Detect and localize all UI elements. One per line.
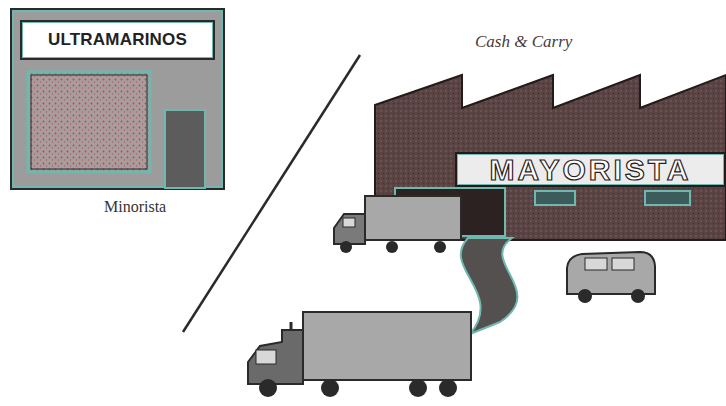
warehouse-window <box>645 191 690 205</box>
window-frame <box>31 75 147 169</box>
wheel <box>434 241 446 253</box>
sawtooth-roof-building <box>375 75 726 240</box>
wheel <box>409 379 427 397</box>
van-window <box>585 258 607 270</box>
warehouse-window <box>535 191 575 205</box>
van-body <box>567 252 655 294</box>
shop-sign: ULTRAMARINOS <box>20 20 215 60</box>
road <box>461 238 518 334</box>
exhaust-pipe <box>290 322 293 330</box>
truck-cab <box>248 330 303 384</box>
truck-window <box>343 218 355 227</box>
truck-cab <box>334 214 365 244</box>
warehouse-building: Cash & CarryMAYORISTA <box>375 70 726 240</box>
truck-box <box>303 312 471 380</box>
sign-text: MAYORISTA <box>457 154 724 185</box>
wheel <box>578 289 592 303</box>
wheel <box>386 241 398 253</box>
shop-door <box>165 110 205 188</box>
caption-text: Minorista <box>104 198 166 216</box>
truck-window <box>256 350 276 364</box>
sign-text: ULTRAMARINOS <box>22 22 213 58</box>
divider-line <box>183 55 360 332</box>
wheel <box>631 289 645 303</box>
truck-box <box>365 196 461 240</box>
shop-building: MinoristaULTRAMARINOS <box>10 8 225 190</box>
wheel <box>321 379 339 397</box>
shop-window <box>28 72 150 172</box>
heading-text: Cash & Carry <box>475 32 572 52</box>
wheel <box>340 241 352 253</box>
wheel <box>439 379 457 397</box>
wheel <box>259 379 277 397</box>
van-window <box>612 258 634 270</box>
warehouse-sign: MAYORISTA <box>455 152 726 187</box>
loading-door <box>395 188 505 236</box>
